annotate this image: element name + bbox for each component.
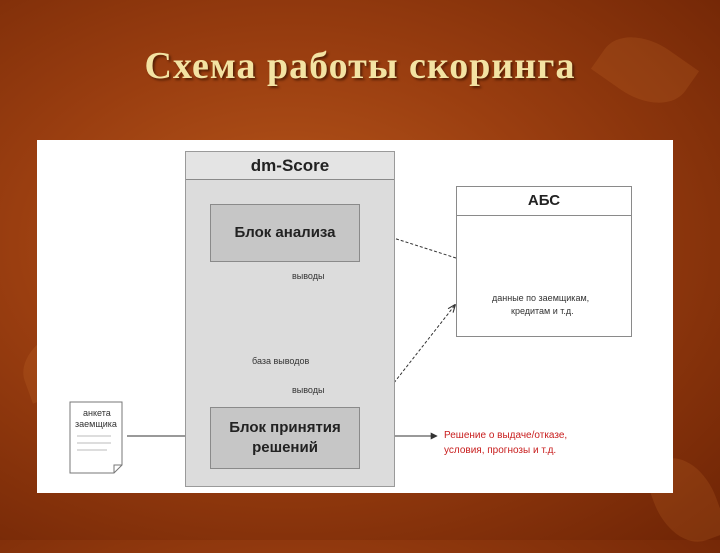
output-line-2: условия, прогнозы и т.д. xyxy=(444,445,557,456)
decision-block-line2: решений xyxy=(252,439,318,456)
borrower-form-label-2: заемщика xyxy=(75,419,117,429)
abs-box: АБС xyxy=(456,186,632,337)
borrower-form-label-1: анкета xyxy=(83,408,111,418)
analysis-block: Блок анализа xyxy=(210,204,360,262)
diagram-panel: dm-Score Блок анализа выводы база выводо… xyxy=(37,140,673,493)
dm-score-title: dm-Score xyxy=(186,152,394,180)
decision-block: Блок принятия решений xyxy=(210,407,360,469)
borrower-form-icon xyxy=(69,401,123,474)
abs-db-caption-2: кредитам и т.д. xyxy=(511,306,574,316)
conclusions-label-1: выводы xyxy=(292,271,325,281)
decision-block-line1: Блок принятия xyxy=(229,419,341,436)
analysis-block-label: Блок анализа xyxy=(234,224,336,241)
abs-db-caption-1: данные по заемщикам, xyxy=(492,293,590,303)
abs-title: АБС xyxy=(457,187,631,216)
conclusions-db-label: база выводов xyxy=(252,356,310,366)
slide-title: Схема работы скоринга xyxy=(144,45,576,87)
conclusions-label-2: выводы xyxy=(292,385,325,395)
output-line-1: Решение о выдаче/отказе, xyxy=(444,430,568,441)
